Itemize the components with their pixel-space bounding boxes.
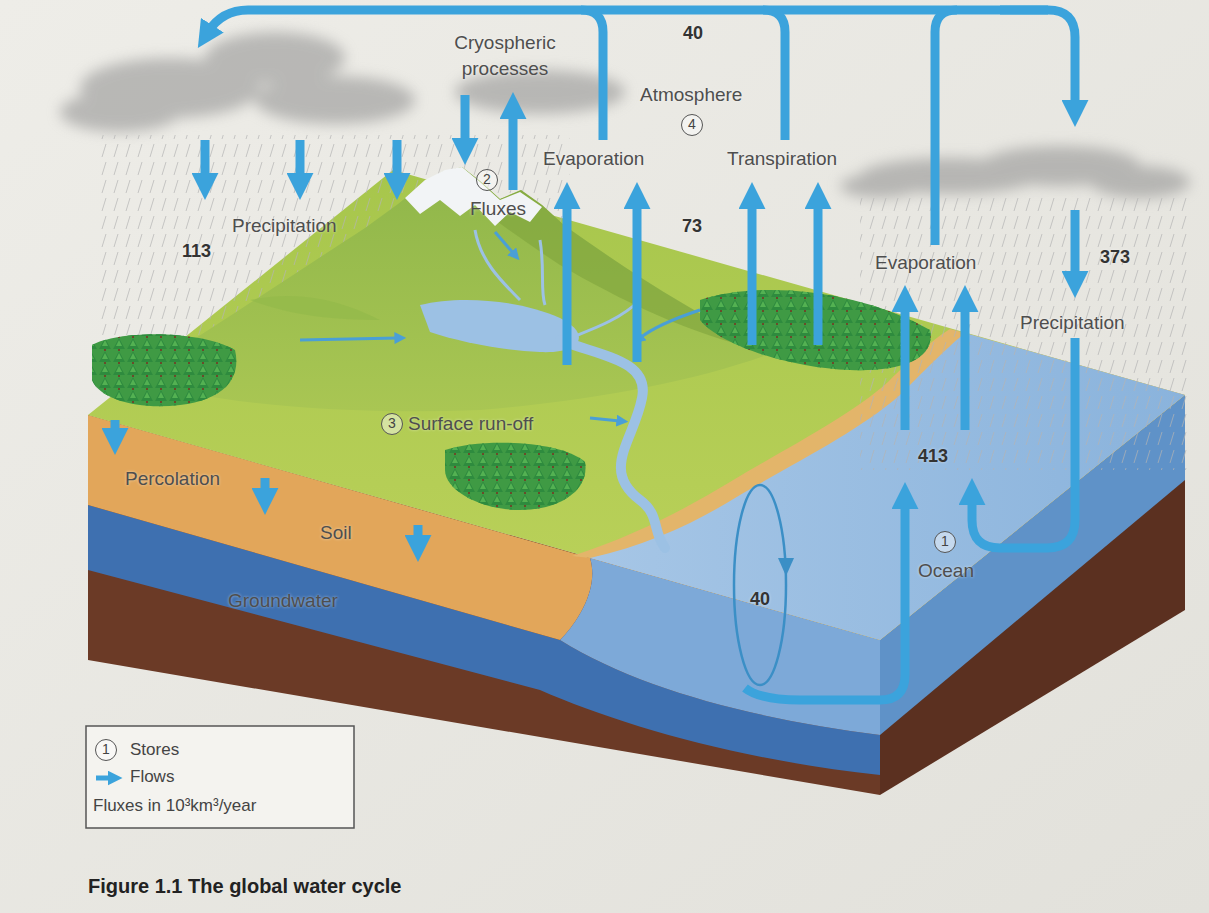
store-label: Surface run-off bbox=[408, 413, 533, 435]
store-label: Groundwater bbox=[228, 590, 338, 612]
flux-number: 373 bbox=[1100, 246, 1130, 268]
store-number: 3 bbox=[381, 413, 403, 435]
flux-number: 73 bbox=[682, 215, 702, 237]
legend-symbol: 1 bbox=[95, 739, 117, 761]
flux-number: 40 bbox=[683, 22, 703, 44]
process-label: Evaporation bbox=[543, 148, 644, 170]
store-number: 1 bbox=[934, 531, 956, 553]
legend-note: Fluxes in 10³km³/year bbox=[93, 795, 256, 816]
legend-text: Flows bbox=[130, 766, 174, 787]
flux-number: 413 bbox=[918, 445, 948, 467]
figure-caption: Figure 1.1 The global water cycle bbox=[88, 874, 401, 898]
process-label: Precipitation bbox=[232, 215, 337, 237]
process-label: Evaporation bbox=[875, 252, 976, 274]
process-label: Transpiration bbox=[727, 148, 837, 170]
flux-number: 40 bbox=[750, 588, 770, 610]
store-number: 4 bbox=[681, 114, 703, 136]
store-label: Ocean bbox=[918, 560, 974, 582]
store-label: Atmosphere bbox=[640, 84, 742, 106]
legend-text: Stores bbox=[130, 739, 179, 760]
store-number: 2 bbox=[476, 169, 498, 191]
process-label: Percolation bbox=[125, 468, 220, 490]
process-label: Cryospheric processes bbox=[440, 30, 570, 82]
store-label: Soil bbox=[320, 522, 352, 544]
flux-number: 113 bbox=[182, 240, 211, 262]
process-label: Precipitation bbox=[1020, 312, 1125, 334]
store-label: Fluxes bbox=[470, 198, 526, 220]
